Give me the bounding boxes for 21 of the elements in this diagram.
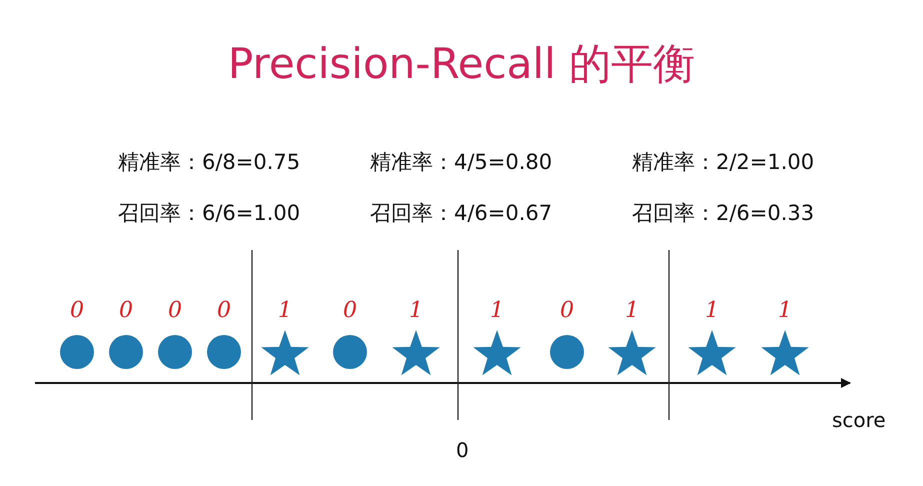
handwritten-label: 0 (343, 298, 357, 323)
handwritten-label: 1 (778, 298, 792, 323)
handwritten-label: 1 (278, 298, 292, 323)
handwritten-label: 0 (70, 298, 84, 323)
handwritten-label: 0 (560, 298, 574, 323)
metric-text: 精准率：2/2=1.00 (632, 149, 814, 176)
metric-text: 召回率：6/6=1.00 (118, 200, 300, 227)
metric-text: 召回率：4/6=0.67 (370, 200, 552, 227)
handwritten-label: 1 (490, 298, 504, 323)
handwritten-label: 1 (705, 298, 719, 323)
metric-text: 精准率：4/5=0.80 (370, 149, 552, 176)
handwritten-label: 1 (625, 298, 639, 323)
metric-text: 精准率：6/8=0.75 (118, 149, 300, 176)
handwritten-label: 0 (119, 298, 133, 323)
handwritten-label: 0 (168, 298, 182, 323)
handwritten-label: 1 (409, 298, 423, 323)
axis-label: score (832, 408, 886, 432)
metric-text: 召回率：2/6=0.33 (632, 200, 814, 227)
axis-tick-label: 0 (456, 438, 469, 462)
handwritten-label: 0 (217, 298, 231, 323)
title: Precision-Recall 的平衡 (226, 38, 696, 90)
